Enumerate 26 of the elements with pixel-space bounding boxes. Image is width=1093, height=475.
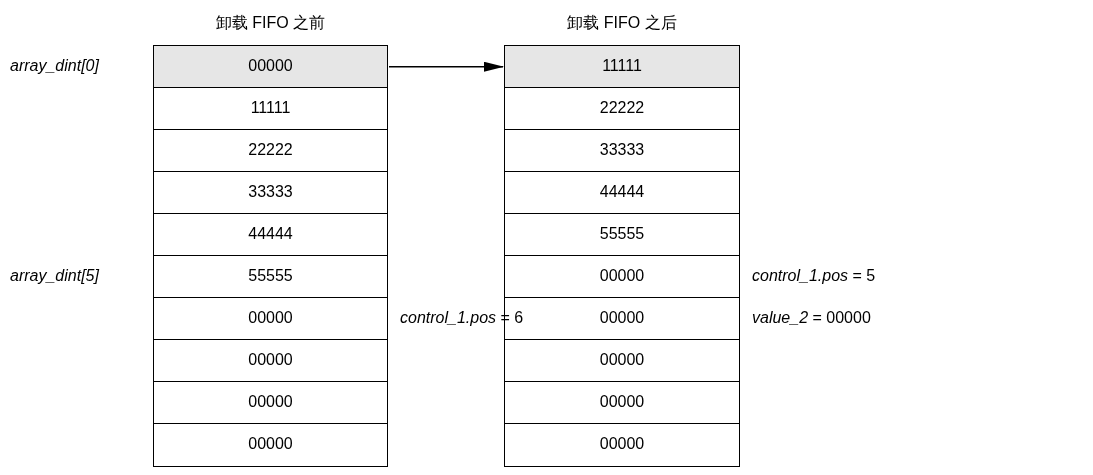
array-cell: 00000 — [153, 423, 388, 467]
array-cell: 33333 — [504, 129, 740, 173]
array-cell: 22222 — [153, 129, 388, 173]
array-cell: 11111 — [504, 45, 740, 89]
array-cell: 00000 — [153, 339, 388, 383]
table-heading: 卸载 FIFO 之前 — [214, 13, 327, 33]
array-cell: 00000 — [153, 45, 388, 89]
table-heading: 卸载 FIFO 之后 — [566, 13, 678, 33]
array-cell: 00000 — [504, 423, 740, 467]
array-cell: 44444 — [153, 213, 388, 257]
variable-label: array_dint[0] — [10, 56, 99, 76]
array-cell: 11111 — [153, 87, 388, 131]
array-cell: 33333 — [153, 171, 388, 215]
variable-label: control_1.pos = 5 — [752, 266, 876, 286]
array-cell: 00000 — [153, 297, 388, 341]
array-cell: 00000 — [504, 255, 740, 299]
variable-label: array_dint[5] — [10, 266, 99, 286]
array-cell: 22222 — [504, 87, 740, 131]
array-cell: 00000 — [504, 381, 740, 425]
arrow — [388, 61, 504, 72]
array-cell: 44444 — [504, 171, 740, 215]
array-cell: 00000 — [504, 339, 740, 383]
variable-label: value_2 = 00000 — [752, 308, 871, 328]
array-cell: 00000 — [153, 381, 388, 425]
array-cell: 55555 — [504, 213, 740, 257]
array-cell: 55555 — [153, 255, 388, 299]
